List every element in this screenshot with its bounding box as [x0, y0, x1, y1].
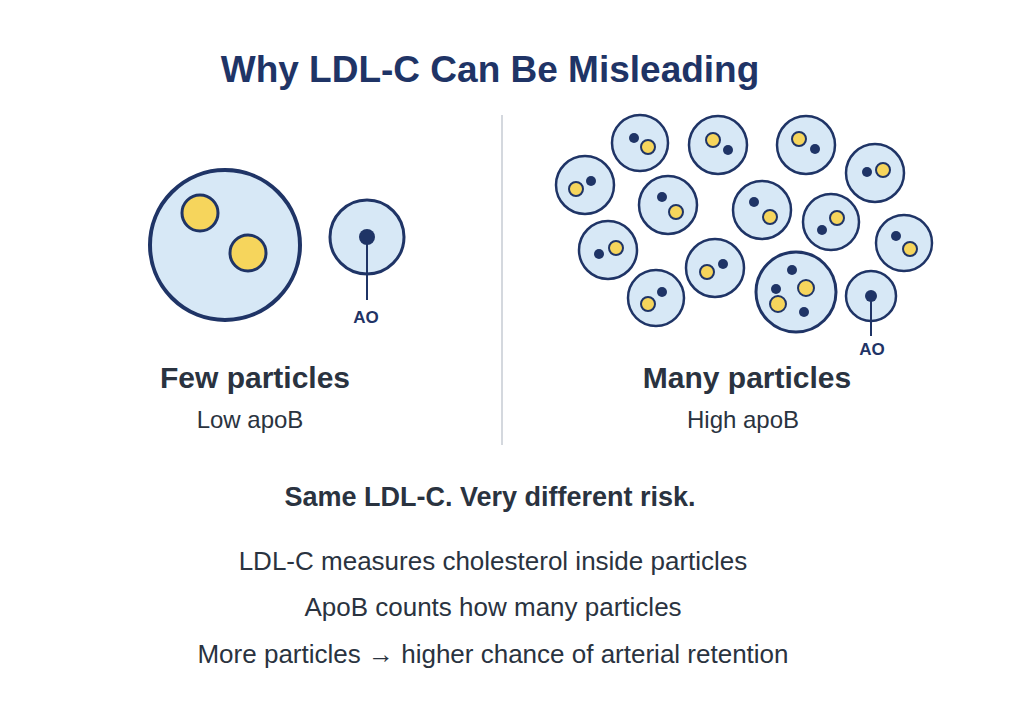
- small-particle: [579, 221, 637, 279]
- small-particle: [686, 239, 744, 297]
- small-particle: [777, 116, 835, 174]
- small-particle: [612, 115, 668, 171]
- small-particle: [628, 270, 684, 326]
- divider-line: [501, 115, 503, 445]
- particle-cluster: [556, 115, 932, 336]
- cholesterol-dot: [182, 195, 218, 231]
- large-particle: [150, 170, 300, 320]
- explanation-line: LDL-C measures cholesterol inside partic…: [239, 547, 748, 577]
- small-particle: [733, 181, 791, 239]
- apob-particle: [846, 271, 896, 336]
- small-particle: [689, 116, 747, 174]
- medium-particle: [756, 252, 836, 332]
- summary-heading: Same LDL-C. Very different risk.: [284, 482, 695, 513]
- panel-heading: Few particles: [160, 361, 350, 396]
- panel-heading: Many particles: [643, 361, 851, 396]
- small-particle: [876, 215, 932, 271]
- particle-outline: [150, 170, 300, 320]
- small-particle: [846, 144, 904, 202]
- small-particle: [556, 156, 614, 214]
- explanation-line: More particles → higher chance of arteri…: [197, 640, 788, 670]
- panel-subheading: Low apoB: [197, 406, 304, 434]
- cholesterol-dot: [230, 235, 266, 271]
- callout-label: AO: [859, 340, 885, 360]
- panel-subheading: High apoB: [687, 406, 799, 434]
- apob-particle: [330, 200, 404, 300]
- leader-line: [366, 237, 368, 300]
- small-particle: [639, 176, 697, 234]
- explanation-line: ApoB counts how many particles: [304, 593, 681, 623]
- callout-label: AO: [353, 308, 379, 328]
- diagram-title: Why LDL-C Can Be Misleading: [221, 49, 760, 92]
- small-particle: [803, 194, 859, 250]
